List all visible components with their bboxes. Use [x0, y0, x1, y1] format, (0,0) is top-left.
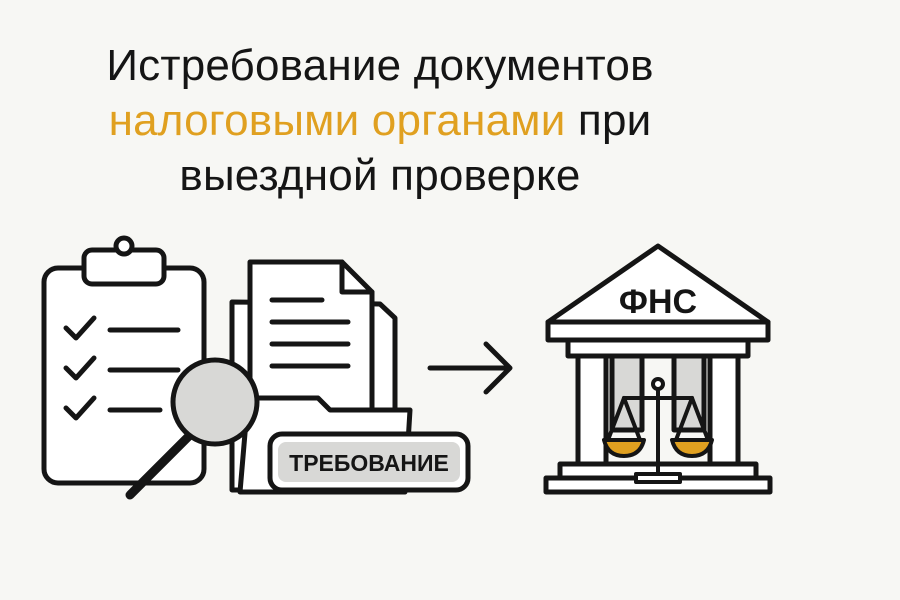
scales-icon: [602, 377, 714, 484]
title-line-2-rest: при: [565, 96, 652, 145]
magnifier-icon: [125, 357, 260, 500]
title-accent: налоговыми органами: [108, 96, 566, 145]
clipboard-checklist-icon: [41, 235, 207, 486]
illustration: ТРЕБОВАНИЕ ФНС: [41, 235, 773, 500]
tax-office-building-icon: ФНС: [543, 243, 773, 495]
title-line-2: налоговыми органами при: [0, 93, 760, 148]
title-line-1: Истребование документов: [106, 41, 654, 90]
title-line-3: выездной проверке: [179, 151, 581, 200]
requirement-stamp-label: ТРЕБОВАНИЕ: [289, 450, 449, 476]
requirement-stamp: ТРЕБОВАНИЕ: [267, 431, 471, 493]
building-roof-label: ФНС: [619, 283, 697, 321]
page-title: Истребование документов налоговыми орган…: [0, 38, 760, 203]
arrow-right-icon: [427, 341, 513, 395]
